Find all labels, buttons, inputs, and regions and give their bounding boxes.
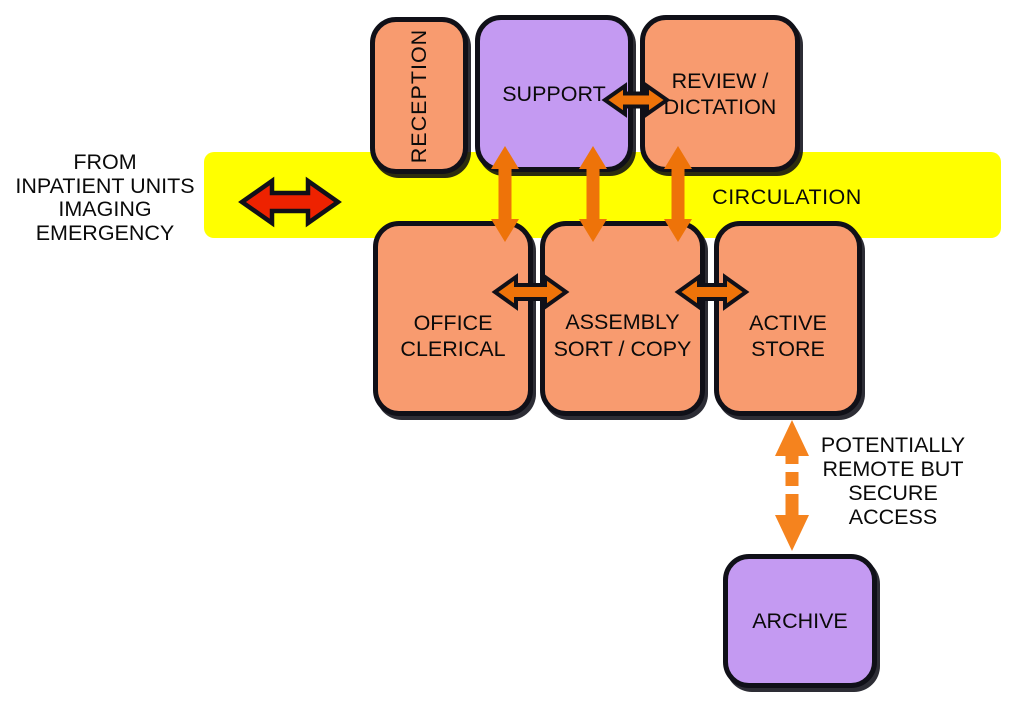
archive-note-line: SECURE	[848, 481, 938, 505]
archive-access-note: POTENTIALLY REMOTE BUT SECURE ACCESS	[813, 433, 973, 529]
archive-note-line: REMOTE BUT	[822, 457, 964, 481]
room-office-label-line1: OFFICE	[413, 310, 493, 335]
room-assembly-label-line1: ASSEMBLY	[565, 309, 680, 334]
room-support: SUPPORT	[475, 15, 633, 172]
room-review-dictation: REVIEW / DICTATION	[640, 15, 800, 172]
room-active-store-label-line1: ACTIVE	[749, 310, 827, 335]
archive-dashed-arrow-icon	[775, 420, 809, 551]
inflow-line: IMAGING	[58, 197, 152, 221]
room-archive: ARCHIVE	[723, 554, 877, 688]
room-assembly-sort-copy: ASSEMBLY SORT / COPY	[540, 221, 705, 416]
room-review-label-line1: REVIEW /	[671, 68, 769, 93]
room-reception: RECEPTION	[370, 17, 468, 174]
archive-note-line: ACCESS	[848, 505, 938, 529]
inflow-sources-label: FROM INPATIENT UNITS IMAGING EMERGENCY	[5, 150, 205, 245]
room-active-store-label-line2: STORE	[751, 336, 825, 361]
room-assembly-label-line2: SORT / COPY	[553, 336, 692, 361]
inflow-line: INPATIENT UNITS	[15, 173, 195, 198]
room-archive-label: ARCHIVE	[752, 609, 848, 633]
room-active-store: ACTIVE STORE	[714, 221, 862, 416]
room-office-clerical: OFFICE CLERICAL	[373, 221, 533, 416]
inflow-line: FROM	[73, 150, 137, 174]
room-reception-label: RECEPTION	[407, 28, 431, 163]
room-support-label: SUPPORT	[502, 81, 606, 106]
inflow-line: EMERGENCY	[35, 220, 175, 245]
archive-note-line: POTENTIALLY	[820, 433, 966, 457]
room-review-label-line2: DICTATION	[663, 94, 777, 119]
room-office-label-line2: CLERICAL	[400, 336, 506, 361]
circulation-label: CIRCULATION	[712, 185, 862, 209]
